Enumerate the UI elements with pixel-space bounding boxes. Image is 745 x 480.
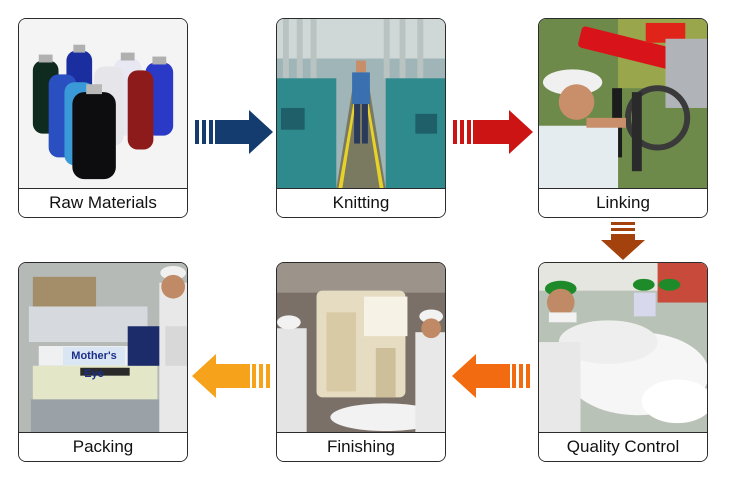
- step-label-packing: Packing: [19, 432, 187, 461]
- step-label-knitting: Knitting: [277, 188, 445, 217]
- packing-photo: Mother's Eye: [19, 263, 187, 433]
- arrow-right-icon: [195, 110, 273, 154]
- step-label-quality-control: Quality Control: [539, 432, 707, 461]
- quality-control-photo: [539, 263, 707, 433]
- arrow-quality-control-to-finishing: [452, 354, 530, 398]
- step-card-packing: Mother's Eye Packing: [18, 262, 188, 462]
- arrow-knitting-to-linking: [453, 110, 533, 154]
- step-card-quality-control: Quality Control: [538, 262, 708, 462]
- arrow-left-icon: [452, 354, 530, 398]
- arrow-down-icon: [601, 222, 645, 260]
- linking-photo: [539, 19, 707, 189]
- raw-materials-photo: [19, 19, 187, 189]
- finishing-machine-illustration: [277, 263, 445, 433]
- step-label-linking: Linking: [539, 188, 707, 217]
- step-card-knitting: Knitting: [276, 18, 446, 218]
- step-card-linking: Linking: [538, 18, 708, 218]
- arrow-left-icon: [192, 354, 270, 398]
- yarn-cones-illustration: [19, 19, 187, 189]
- linking-worker-illustration: [539, 19, 707, 189]
- step-card-raw-materials: Raw Materials: [18, 18, 188, 218]
- step-label-finishing: Finishing: [277, 432, 445, 461]
- quality-control-illustration: [539, 263, 707, 433]
- knitting-machines-illustration: [277, 19, 445, 189]
- arrow-right-icon: [453, 110, 533, 154]
- arrow-finishing-to-packing: [192, 354, 270, 398]
- arrow-raw-to-knitting: [195, 110, 273, 154]
- step-card-finishing: Finishing: [276, 262, 446, 462]
- step-label-raw-materials: Raw Materials: [19, 188, 187, 217]
- machine-sign: Mother's Eye: [63, 347, 125, 380]
- arrow-linking-to-quality-control: [601, 222, 645, 260]
- finishing-photo: [277, 263, 445, 433]
- knitting-photo: [277, 19, 445, 189]
